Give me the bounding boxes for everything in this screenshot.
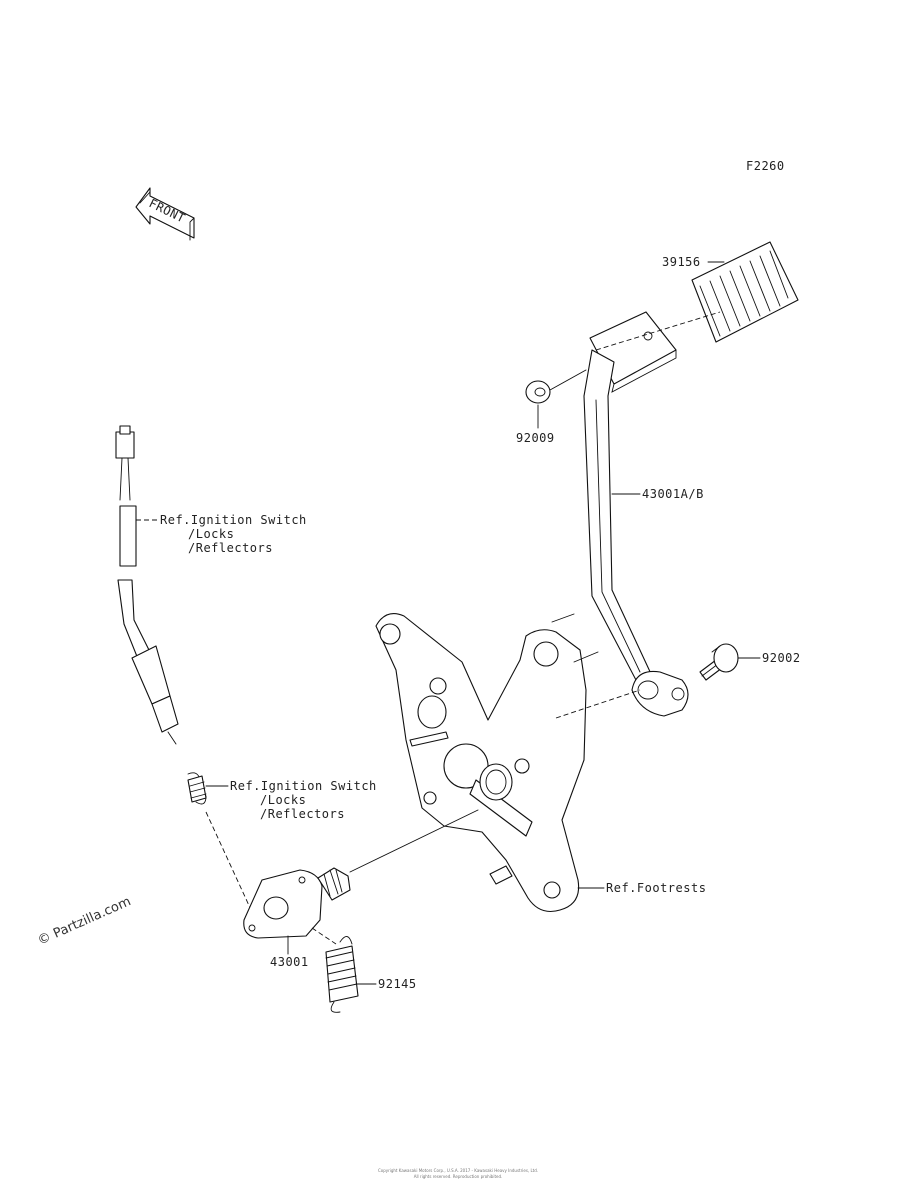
bolt-92002[interactable] — [699, 643, 739, 681]
callout-92002[interactable]: 92002 — [762, 651, 801, 665]
callout-ref-ignition-1-line3[interactable]: /Reflectors — [188, 541, 273, 555]
pivot-shaft-43001[interactable] — [243, 867, 351, 939]
watermark: © Partzilla.com — [36, 894, 134, 949]
front-arrow-icon: FRONT — [135, 187, 195, 241]
callout-ref-ignition-2-line3[interactable]: /Reflectors — [260, 807, 345, 821]
callout-ref-ignition-2-line1[interactable]: Ref.Ignition Switch — [230, 779, 377, 793]
callout-ref-ignition-2-line2[interactable]: /Locks — [260, 793, 306, 807]
switch-spring — [187, 772, 207, 805]
callout-92009[interactable]: 92009 — [516, 431, 555, 445]
callout-ref-ignition-1-line2[interactable]: /Locks — [188, 527, 234, 541]
footrest-bracket — [375, 613, 599, 913]
footer-copyright-1: Copyright Kawasaki Motors Corp., U.S.A. … — [378, 1168, 538, 1173]
brake-pedal-arm-43001ab[interactable] — [583, 349, 689, 717]
washer-leader — [549, 369, 587, 391]
callout-39156[interactable]: 39156 — [662, 255, 701, 269]
callout-43001ab[interactable]: 43001A/B — [642, 487, 704, 501]
pivot-alignment-line — [555, 689, 641, 719]
brake-light-switch — [115, 425, 179, 745]
callout-43001[interactable]: 43001 — [270, 955, 309, 969]
shaft-axis-line — [349, 809, 479, 873]
footer-copyright-2: All rights reserved. Reproduction prohib… — [414, 1174, 503, 1179]
pad-alignment-line — [595, 311, 721, 351]
callout-ref-footrests[interactable]: Ref.Footrests — [606, 881, 706, 895]
figure-code: F2260 — [746, 159, 785, 173]
washer-92009[interactable] — [525, 380, 551, 404]
callout-92145[interactable]: 92145 — [378, 977, 417, 991]
return-spring-92145[interactable] — [325, 936, 359, 1013]
callout-ref-ignition-1-line1[interactable]: Ref.Ignition Switch — [160, 513, 307, 527]
spring-alignment-line — [205, 811, 253, 913]
spring-hook-line — [311, 927, 337, 945]
